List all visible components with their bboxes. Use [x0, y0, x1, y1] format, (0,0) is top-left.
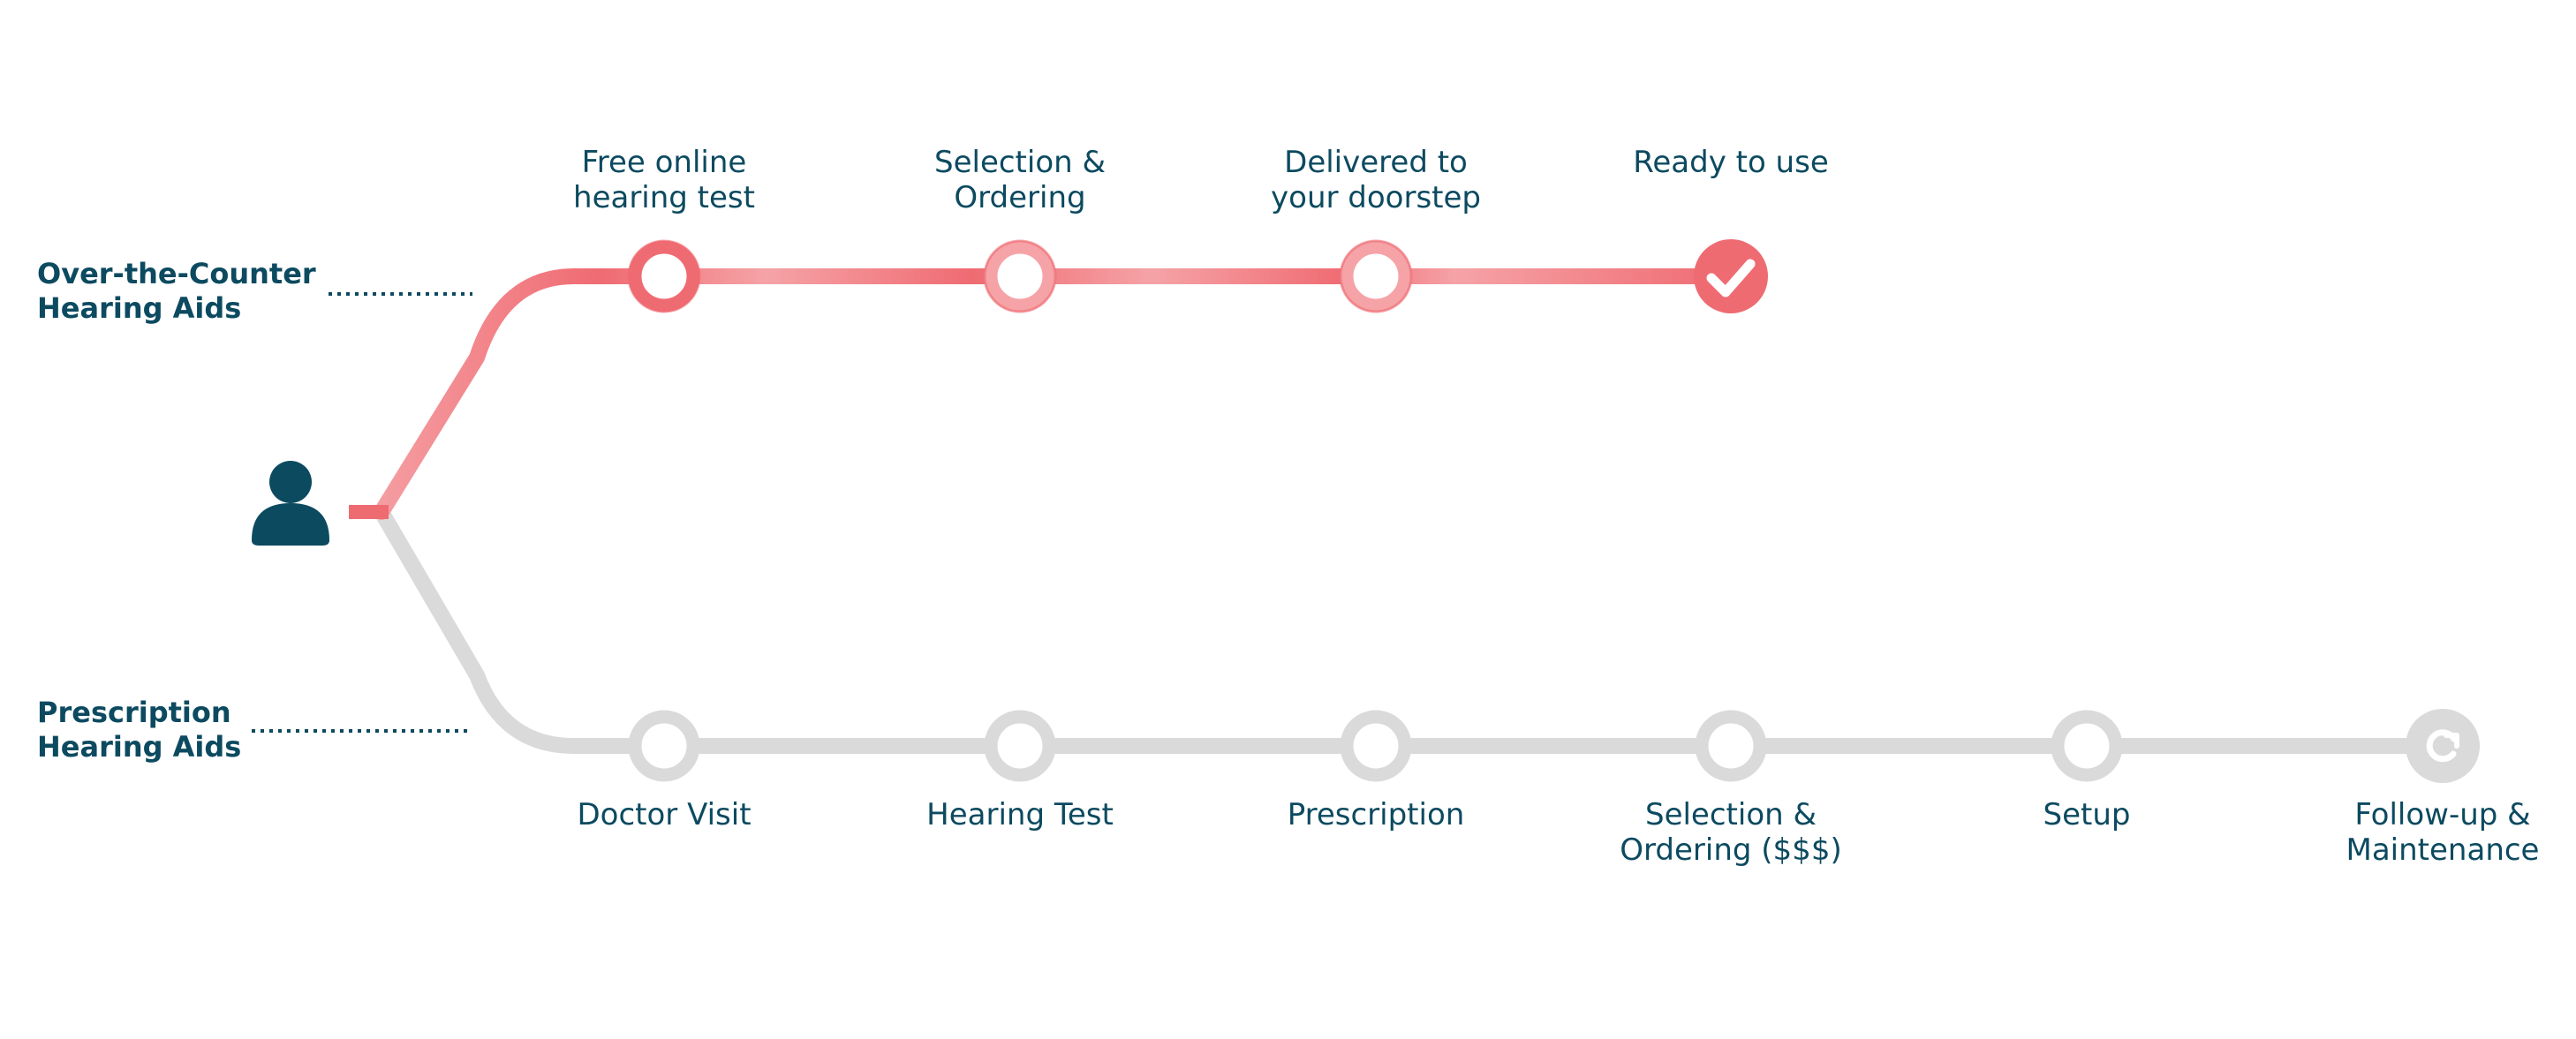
otc-track-label: Over-the-Counter Hearing Aids: [37, 257, 316, 325]
prescription-track-label: Prescription Hearing Aids: [37, 696, 242, 764]
ring-icon: [1339, 239, 1413, 313]
otc-step-label-2: Selection & Ordering: [933, 145, 1107, 215]
person-icon: [252, 461, 329, 546]
otc-step-node-1: [627, 239, 701, 313]
prescription-step-node-6: [2406, 709, 2480, 783]
prescription-step-label-3: Prescription: [1287, 797, 1465, 832]
ring-icon: [983, 239, 1057, 313]
otc-step-label-4: Ready to use: [1633, 145, 1829, 180]
checkmark-icon: [1694, 239, 1768, 313]
otc-step-node-3: [1339, 239, 1413, 313]
prescription-step-label-2: Hearing Test: [926, 797, 1114, 832]
prescription-step-node-1: [628, 710, 700, 782]
otc-step-node-4: [1694, 239, 1768, 313]
ring-icon: [627, 239, 701, 313]
otc-track: [374, 268, 1739, 520]
prescription-step-label-6: Follow-up & Maintenance: [2346, 797, 2540, 868]
prescription-step-label-1: Doctor Visit: [577, 797, 752, 832]
prescription-step-label-4: Selection & Ordering ($$$): [1620, 797, 1842, 868]
prescription-step-node-5: [2051, 710, 2123, 782]
otc-step-label-1: Free online hearing test: [573, 145, 755, 215]
otc-step-label-3: Delivered to your doorstep: [1271, 145, 1481, 215]
prescription-step-node-2: [984, 710, 1056, 782]
ring-icon: [1340, 710, 1412, 782]
prescription-step-node-4: [1695, 710, 1767, 782]
ring-icon: [1695, 710, 1767, 782]
ring-icon: [2051, 710, 2123, 782]
ring-icon: [984, 710, 1056, 782]
prescription-step-label-5: Setup: [2043, 797, 2131, 832]
prescription-track: [374, 504, 2463, 754]
otc-step-node-2: [983, 239, 1057, 313]
prescription-step-node-3: [1340, 710, 1412, 782]
ring-icon: [628, 710, 700, 782]
refresh-icon: [2406, 709, 2480, 783]
